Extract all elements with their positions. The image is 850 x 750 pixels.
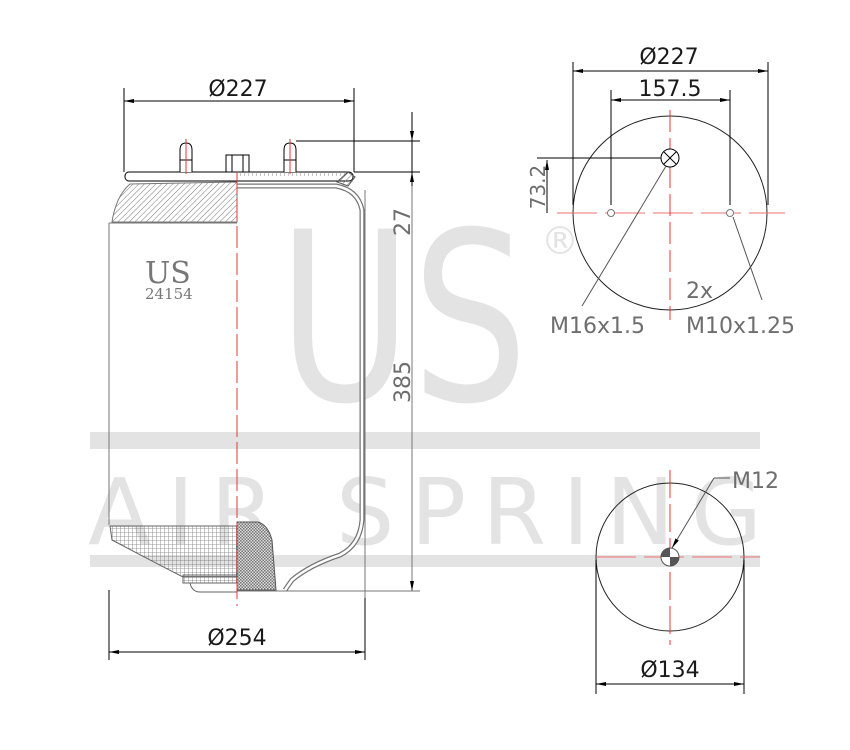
part-number-label: 24154 <box>145 285 193 303</box>
bottom-thread-label: M12 <box>732 469 779 494</box>
mounting-stud <box>283 139 297 174</box>
stud-thread-label: M10x1.25 <box>686 314 795 339</box>
air-inlet-thread-label: M16x1.5 <box>550 314 645 339</box>
watermark: US ® AIR SPRING <box>88 183 762 567</box>
stud-count-label: 2x <box>686 279 713 304</box>
stud-spacing-label: 157.5 <box>639 77 702 102</box>
inlet-offset-label: 73.2 <box>526 165 550 210</box>
brand-label: US <box>145 256 191 291</box>
plate-diameter-label: Ø227 <box>639 45 698 70</box>
bottom-view: M12 Ø134 <box>595 469 779 694</box>
stud-hole <box>607 209 615 217</box>
overall-height-label: 385 <box>391 361 416 403</box>
top-diameter-label: Ø227 <box>208 77 267 102</box>
watermark-registered: ® <box>541 219 579 263</box>
side-view: Ø227 US 24154 <box>108 77 420 660</box>
air-inlet-nut <box>225 154 250 173</box>
watermark-logo: US <box>278 183 528 456</box>
bottom-diameter-label: Ø254 <box>207 626 266 651</box>
mounting-stud <box>179 139 193 174</box>
stud-height-label: 27 <box>391 208 416 236</box>
watermark-bar-top <box>90 432 760 449</box>
top-view: Ø227 157.5 73.2 M16x1.5 2x M10x1.25 <box>526 45 795 339</box>
piston-diameter-label: Ø134 <box>640 658 699 683</box>
stud-hole <box>726 209 734 217</box>
